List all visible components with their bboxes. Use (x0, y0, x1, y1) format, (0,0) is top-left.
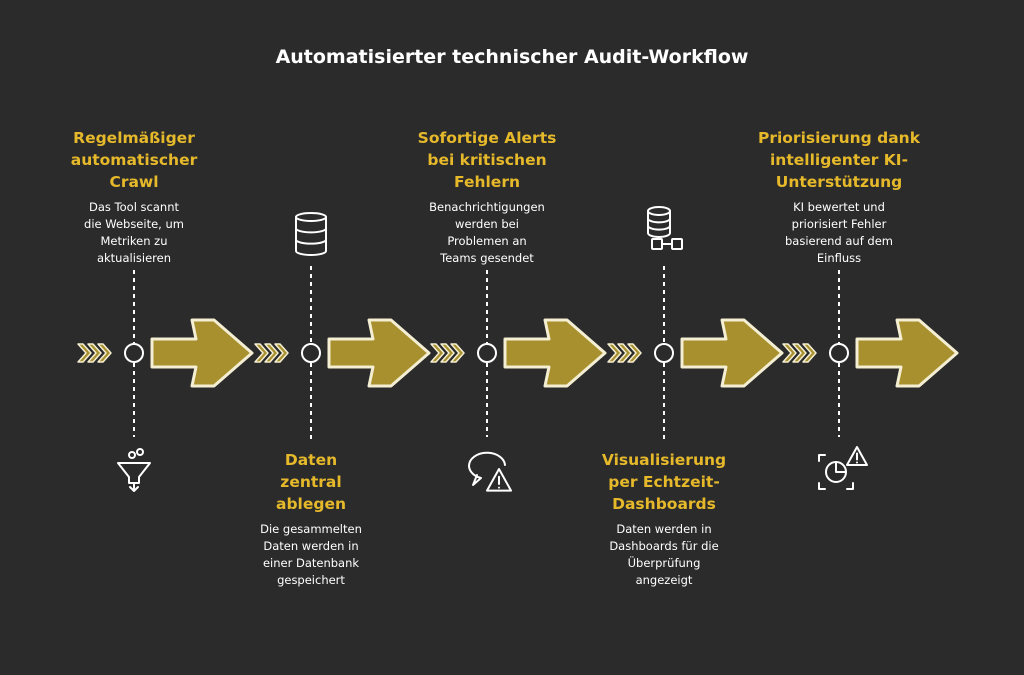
step-description: KI bewertet und priorisiert Fehler basiere… (764, 199, 914, 267)
step-description-line: Daten werden in (263, 539, 359, 553)
step-description-line: Die gesammelten (260, 522, 362, 536)
step-description-line: Überprüfung (627, 556, 701, 570)
step-description-line: Dashboards für die (609, 539, 719, 553)
step-description-line: werden bei (455, 217, 519, 231)
step-description-line: angezeigt (635, 573, 693, 587)
step-title-line: Dashboards (612, 495, 716, 513)
step-description-line: basierend auf dem (784, 234, 894, 248)
step-arrow (782, 318, 959, 388)
step-description-line: priorisiert Fehler (791, 217, 887, 231)
step-title-line: per Echtzeit- (608, 473, 720, 491)
step-title-line: zentral (280, 473, 342, 491)
step-arrow (254, 318, 431, 388)
step-title-line: Unterstützung (775, 173, 903, 191)
step-description-line: Daten werden in (616, 522, 712, 536)
step-description-line: Einfluss (816, 251, 862, 265)
timeline-node (654, 343, 674, 363)
ai-alert-icon (818, 446, 868, 490)
step-title-line: Priorisierung dank (757, 129, 921, 147)
step-description-line: die Webseite, um (84, 217, 184, 231)
timeline-node (829, 343, 849, 363)
step-description-line: aktualisieren (96, 251, 172, 265)
database-dashboard-icon (647, 206, 683, 250)
step-arrow (430, 318, 607, 388)
step-description-line: Problemen an (447, 234, 527, 248)
step-title-line: bei kritischen (427, 151, 547, 169)
step-title-line: Regelmäßiger (73, 129, 195, 147)
database-icon (295, 212, 327, 256)
step-title-line: Visualisierung (601, 451, 727, 469)
step-title-line: Crawl (109, 173, 159, 191)
step-description-line: Das Tool scannt (89, 200, 179, 214)
timeline-node (477, 343, 497, 363)
chat-alert-icon (468, 451, 512, 492)
step-title-line: Sofortige Alerts (417, 129, 557, 147)
diagram-title: Automatisierter technischer Audit-Workfl… (275, 46, 749, 68)
step-title-line: ablegen (275, 495, 347, 513)
step-arrow (607, 318, 784, 388)
step-title: Priorisierung dank intelligenter KI- Unter… (754, 127, 924, 193)
step-title-line: Daten (284, 451, 338, 469)
step-description: Das Tool scannt die Webseite, um Metriken … (59, 199, 209, 267)
step-description-line: Benachrichtigungen (429, 200, 545, 214)
funnel-icon (117, 448, 151, 492)
timeline-node (124, 343, 144, 363)
step-title-line: intelligenter KI- (769, 151, 909, 169)
step-description-line: KI bewertet und (793, 200, 885, 214)
timeline-node (301, 343, 321, 363)
step-title: Visualisierung per Echtzeit- Dashboards (579, 449, 749, 515)
step-arrow (77, 318, 254, 388)
step-title-line: automatischer (70, 151, 198, 169)
step-title: Daten zentral ablegen (226, 449, 396, 515)
step-description-line: gespeichert (277, 573, 345, 587)
step-description-line: Metriken zu (100, 234, 168, 248)
step-description-line: einer Datenbank (262, 556, 360, 570)
step-title-line: Fehlern (453, 173, 520, 191)
step-description-line: Teams gesendet (440, 251, 534, 265)
